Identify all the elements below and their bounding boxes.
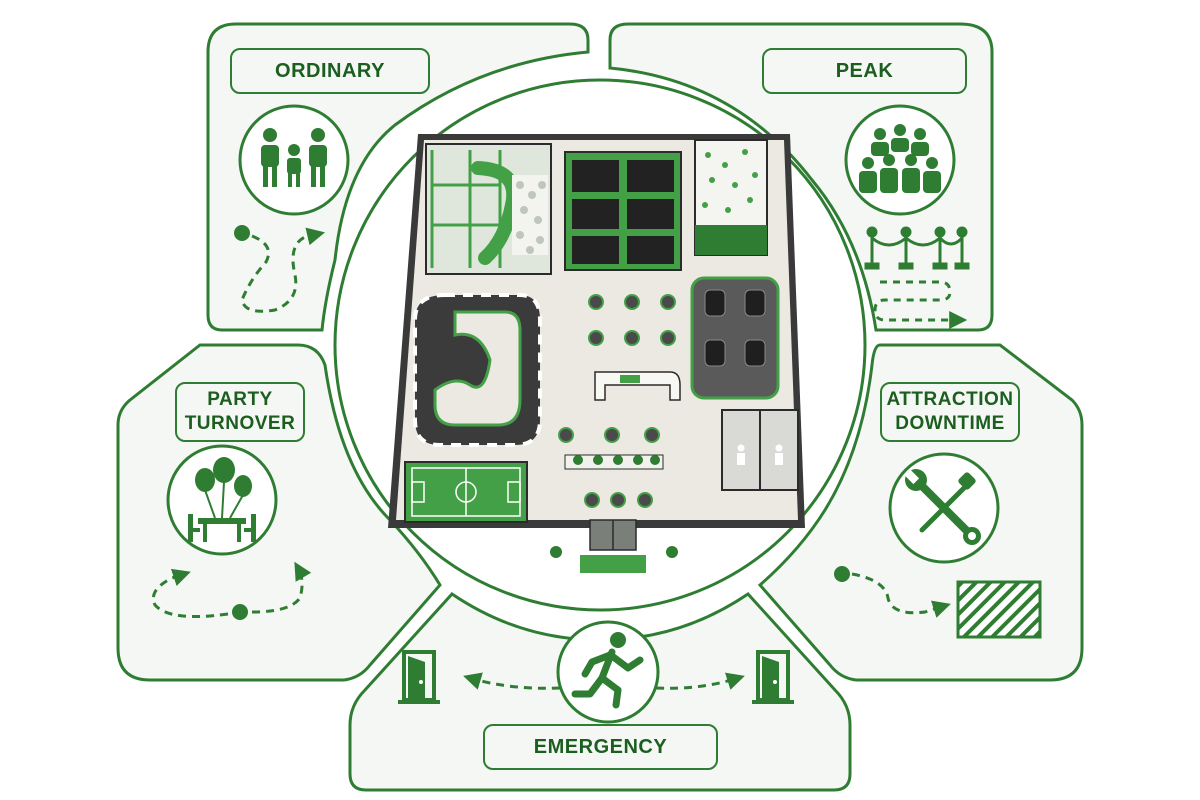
evacuation-path-left — [463, 672, 561, 690]
evacuation-path-right — [655, 672, 745, 690]
zone-soccer-field — [404, 461, 528, 523]
label-emergency-text: EMERGENCY — [533, 736, 668, 758]
zone-entrance — [550, 519, 678, 573]
zone-service-counter — [564, 371, 681, 470]
running-person-icon — [571, 632, 644, 709]
exit-door-icon-right — [752, 650, 794, 704]
family-icon — [261, 128, 327, 187]
label-party-turnover: PARTY TURNOVER — [175, 382, 305, 442]
label-attraction-downtime-line1: ATTRACTION — [886, 389, 1014, 410]
peak-icon-circle — [844, 104, 956, 216]
queue-path-icon — [873, 280, 968, 329]
zone-cafe-seating — [558, 294, 676, 508]
label-attraction-downtime-line2: DOWNTIME — [895, 413, 1005, 434]
queue-barrier-icon — [864, 226, 970, 270]
exit-door-icon-left — [398, 650, 440, 704]
label-ordinary: ORDINARY — [230, 48, 430, 94]
zone-kart-track — [413, 293, 542, 447]
closed-zone-icon — [834, 566, 1042, 639]
crowd-icon — [859, 124, 941, 193]
zone-climbing-wall — [694, 139, 768, 256]
wandering-path-icon — [234, 225, 326, 313]
label-peak: PEAK — [762, 48, 967, 94]
floor-plan — [388, 134, 805, 573]
label-party-turnover-line2: TURNOVER — [184, 413, 296, 434]
panel-ordinary — [206, 22, 590, 332]
zone-restrooms — [721, 409, 799, 491]
label-party-turnover-line1: PARTY — [207, 389, 273, 410]
wrench-screwdriver-icon — [904, 469, 981, 545]
circular-flow-icon — [151, 561, 312, 620]
label-attraction-downtime: ATTRACTION DOWNTIME — [880, 382, 1020, 442]
zone-bumper-cars — [690, 276, 780, 400]
zone-trampolines — [564, 151, 682, 271]
panel-peak — [608, 22, 994, 332]
balloons-table-icon — [188, 457, 256, 542]
label-ordinary-text: ORDINARY — [275, 60, 385, 82]
zone-play-structure — [425, 143, 552, 275]
label-emergency: EMERGENCY — [483, 724, 718, 770]
label-peak-text: PEAK — [835, 60, 894, 82]
